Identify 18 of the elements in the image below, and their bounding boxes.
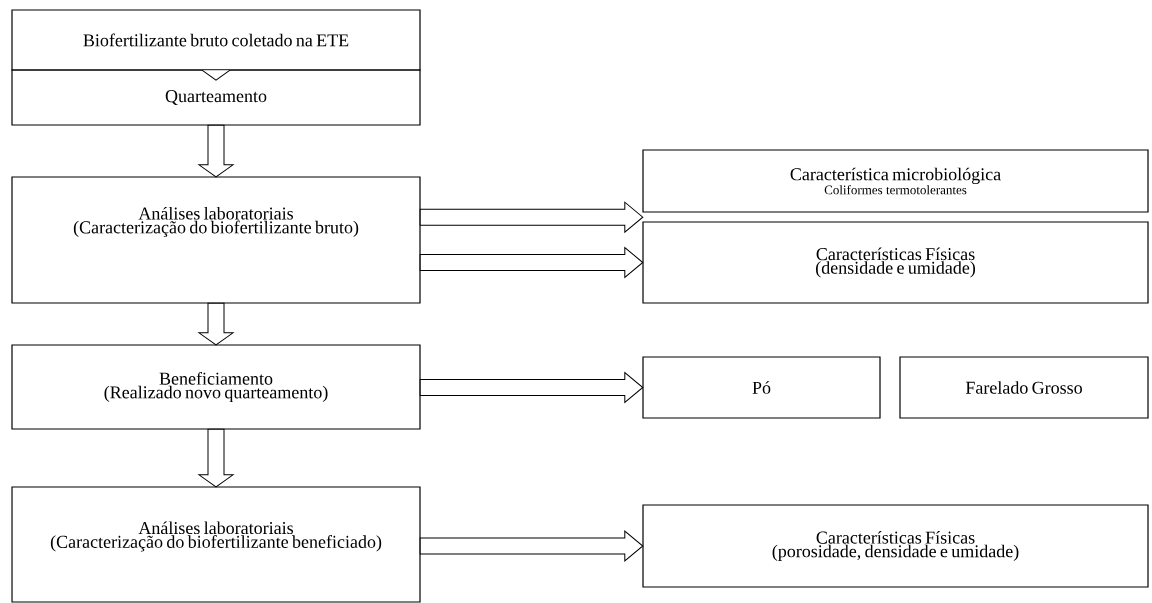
result-box: Características Físicas (porosidade, densidade e umidade) <box>642 504 1149 588</box>
result-box: Características Físicas (densidade e umidade) <box>642 221 1149 304</box>
block-arrow <box>198 302 234 346</box>
process-box: Quarteamento <box>11 69 421 126</box>
result-box: Característica microbiológica Coliformes termotolerantes <box>642 149 1149 213</box>
process-box: Análises laboratoriais (Caracterização do biofertilizante beneficiado) <box>11 486 421 603</box>
block-arrow <box>198 124 234 178</box>
result-box: Farelado Grosso <box>899 356 1149 419</box>
result-box: Pó <box>642 356 881 419</box>
block-arrow <box>198 428 234 488</box>
block-arrow <box>419 372 644 403</box>
process-box: Beneficiamento (Realizado novo quarteamento) <box>11 344 421 430</box>
block-arrow <box>419 530 644 562</box>
block-arrow <box>419 247 644 278</box>
block-arrow <box>419 201 644 233</box>
chevron-arrow <box>201 69 231 81</box>
process-box: Biofertilizante bruto coletado na ETE <box>11 9 421 71</box>
process-box: Análises laboratoriais (Caracterização do biofertilizante bruto) <box>11 176 421 304</box>
